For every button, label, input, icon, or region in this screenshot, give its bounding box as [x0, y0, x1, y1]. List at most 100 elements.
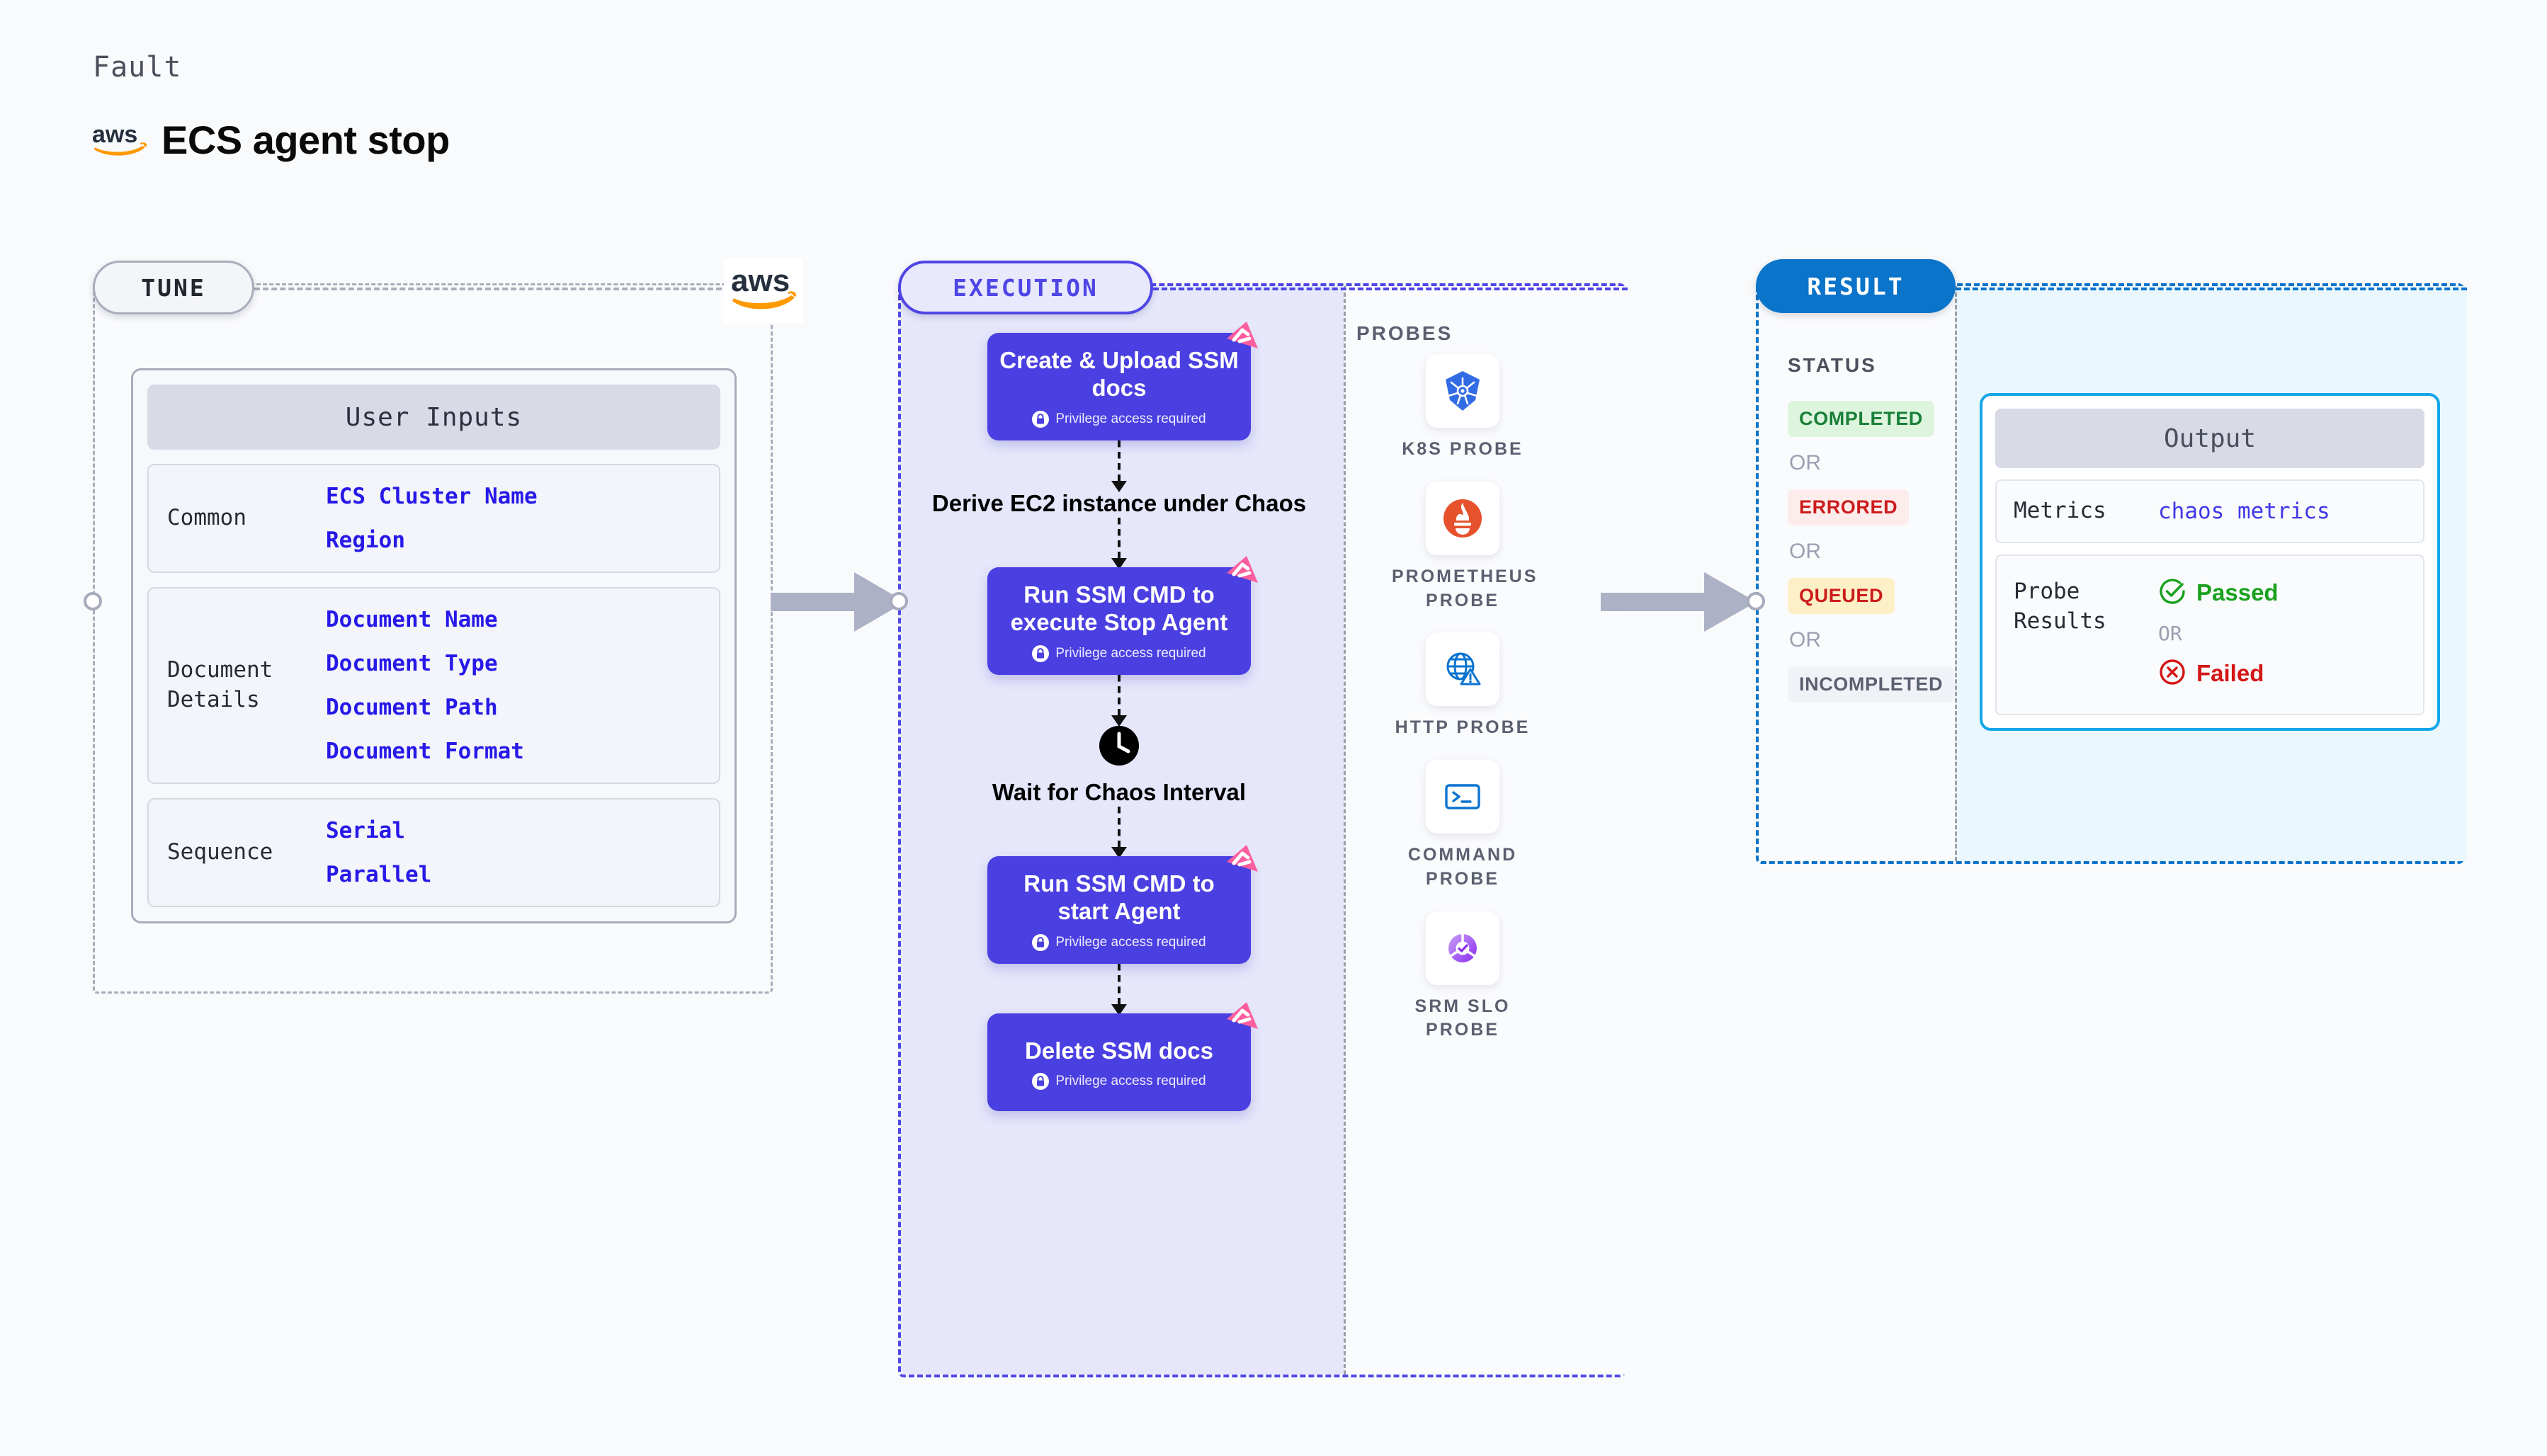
litmus-chaos-badge-icon — [1223, 317, 1262, 354]
litmus-chaos-badge-icon — [1223, 841, 1262, 877]
tune-stage-pill[interactable]: TUNE — [93, 261, 254, 314]
arrow-tune-to-execution — [771, 567, 912, 641]
flow-node-create-upload[interactable]: Create & Upload SSM docs Privilege acces… — [914, 322, 1324, 440]
privilege-note: Privilege access required — [999, 1073, 1240, 1091]
input-value[interactable]: ECS Cluster Name — [326, 484, 538, 509]
input-group-label: Common — [167, 505, 246, 531]
probe-item-srm-slo[interactable]: SRM SLO PROBE — [1392, 911, 1533, 1043]
execution-stage-pill[interactable]: EXECUTION — [898, 261, 1153, 314]
flow-connector — [1118, 674, 1121, 724]
aws-watermark-icon: aws — [724, 258, 803, 323]
flow-node-title: Run SSM CMD to execute Stop Agent — [1010, 581, 1228, 635]
status-badge-completed: COMPLETED — [1788, 401, 1934, 437]
lock-icon — [1032, 410, 1050, 428]
probe-result-failed: Failed — [2158, 658, 2279, 690]
output-row-probe-results: Probe Results Passed OR — [1995, 554, 2424, 715]
or-separator: OR — [1789, 628, 1821, 652]
privilege-note: Privilege access required — [999, 644, 1240, 662]
or-separator: OR — [1789, 451, 1821, 474]
probe-item-http[interactable]: HTTP PROBE — [1392, 632, 1533, 740]
probe-label: COMMAND PROBE — [1407, 845, 1518, 889]
lock-icon — [1032, 644, 1050, 662]
status-badge-queued: QUEUED — [1788, 578, 1895, 614]
status-badge-errored: ERRORED — [1788, 489, 1910, 525]
output-title: Output — [1995, 409, 2424, 468]
flow-connector — [1118, 517, 1121, 567]
input-value[interactable]: Document Path — [326, 695, 498, 720]
fault-kicker: Fault — [93, 51, 182, 84]
output-row-metrics: Metrics chaos metrics — [1995, 479, 2424, 543]
result-stage-pill[interactable]: RESULT — [1756, 259, 1956, 313]
lock-icon — [1032, 933, 1050, 951]
litmus-chaos-badge-icon — [1223, 998, 1262, 1035]
user-inputs-title: User Inputs — [147, 385, 720, 450]
terminal-icon — [1426, 760, 1499, 834]
input-value[interactable]: Document Type — [326, 651, 498, 676]
metrics-value[interactable]: chaos metrics — [2158, 498, 2330, 524]
srm-slo-icon — [1426, 911, 1499, 985]
svg-text:aws: aws — [731, 263, 790, 298]
flow-node-title: Create & Upload SSM docs — [999, 347, 1239, 401]
probes-title: PROBES — [1356, 322, 1453, 344]
probe-result-passed: Passed — [2158, 577, 2279, 609]
flow-node-derive-ec2: Derive EC2 instance under Chaos — [914, 490, 1324, 518]
flow-node-wait-chaos-interval: Wait for Chaos Interval — [914, 724, 1324, 807]
output-row-label: Probe Results — [2014, 578, 2106, 634]
flow-node-run-start-agent[interactable]: Run SSM CMD to start Agent Privilege acc… — [914, 844, 1324, 964]
output-row-label: Metrics — [2014, 498, 2106, 523]
arrow-end-dot — [1747, 592, 1765, 610]
http-globe-warning-icon — [1426, 632, 1499, 707]
flow-connector — [1118, 963, 1121, 1013]
privilege-note-text: Privilege access required — [1055, 411, 1206, 426]
flow-node-delete-ssm-docs[interactable]: Delete SSM docs Privilege access require… — [914, 1001, 1324, 1112]
execution-lead-line — [1153, 288, 1628, 290]
probe-label: HTTP PROBE — [1395, 717, 1531, 738]
input-group-label: Document Details — [167, 657, 273, 712]
aws-logo-icon: aws — [92, 121, 147, 160]
probe-label: K8S PROBE — [1402, 439, 1524, 459]
flow-connector — [1118, 806, 1121, 856]
or-separator: OR — [1789, 540, 1821, 563]
x-circle-icon — [2158, 658, 2186, 690]
output-card: Output Metrics chaos metrics Probe Resul… — [1980, 393, 2440, 731]
result-lead-line — [1956, 288, 2467, 290]
execution-flow-panel — [901, 286, 1344, 1375]
input-value[interactable]: Parallel — [326, 862, 432, 887]
tune-lead-line — [254, 288, 722, 290]
input-group-label: Sequence — [167, 839, 273, 865]
flow-node-title: Wait for Chaos Interval — [992, 778, 1247, 805]
arrow-execution-to-result — [1601, 567, 1764, 641]
input-value[interactable]: Document Name — [326, 607, 498, 632]
user-inputs-card: User Inputs Common ECS Cluster Name Regi… — [131, 368, 737, 923]
status-title: STATUS — [1788, 354, 1877, 376]
probe-result-passed-label: Passed — [2196, 579, 2279, 606]
status-badge-incompleted: INCOMPLETED — [1788, 666, 1955, 703]
lock-icon — [1032, 1073, 1050, 1091]
or-separator: OR — [2158, 621, 2182, 645]
probe-item-k8s[interactable]: K8S PROBE — [1392, 354, 1533, 462]
input-value[interactable]: Region — [326, 528, 405, 553]
kubernetes-icon — [1426, 354, 1499, 428]
flow-node-title: Run SSM CMD to start Agent — [1023, 870, 1215, 924]
litmus-chaos-badge-icon — [1223, 552, 1262, 588]
execution-container — [898, 283, 1628, 1377]
fault-title-row: aws ECS agent stop — [92, 120, 450, 160]
execution-flow: Create & Upload SSM docs Privilege acces… — [914, 322, 1324, 1112]
arrow-end-dot — [890, 592, 908, 610]
prometheus-icon — [1426, 481, 1499, 555]
probes-list: K8S PROBE PROMETHEUS PROBE — [1392, 354, 1538, 1062]
probe-label: PROMETHEUS PROBE — [1392, 566, 1538, 610]
probe-item-prometheus[interactable]: PROMETHEUS PROBE — [1392, 481, 1538, 613]
input-group-sequence: Sequence Serial Parallel — [147, 798, 720, 907]
flow-connector — [1118, 440, 1121, 490]
privilege-note: Privilege access required — [999, 410, 1240, 428]
input-value[interactable]: Document Format — [326, 739, 524, 764]
privilege-note-text: Privilege access required — [1055, 645, 1206, 661]
flow-node-run-stop-agent[interactable]: Run SSM CMD to execute Stop Agent Privil… — [914, 555, 1324, 675]
input-value[interactable]: Serial — [326, 818, 405, 843]
privilege-note-text: Privilege access required — [1055, 934, 1206, 950]
probe-result-failed-label: Failed — [2196, 660, 2264, 687]
probe-item-command[interactable]: COMMAND PROBE — [1392, 760, 1533, 892]
privilege-note-text: Privilege access required — [1055, 1074, 1206, 1089]
